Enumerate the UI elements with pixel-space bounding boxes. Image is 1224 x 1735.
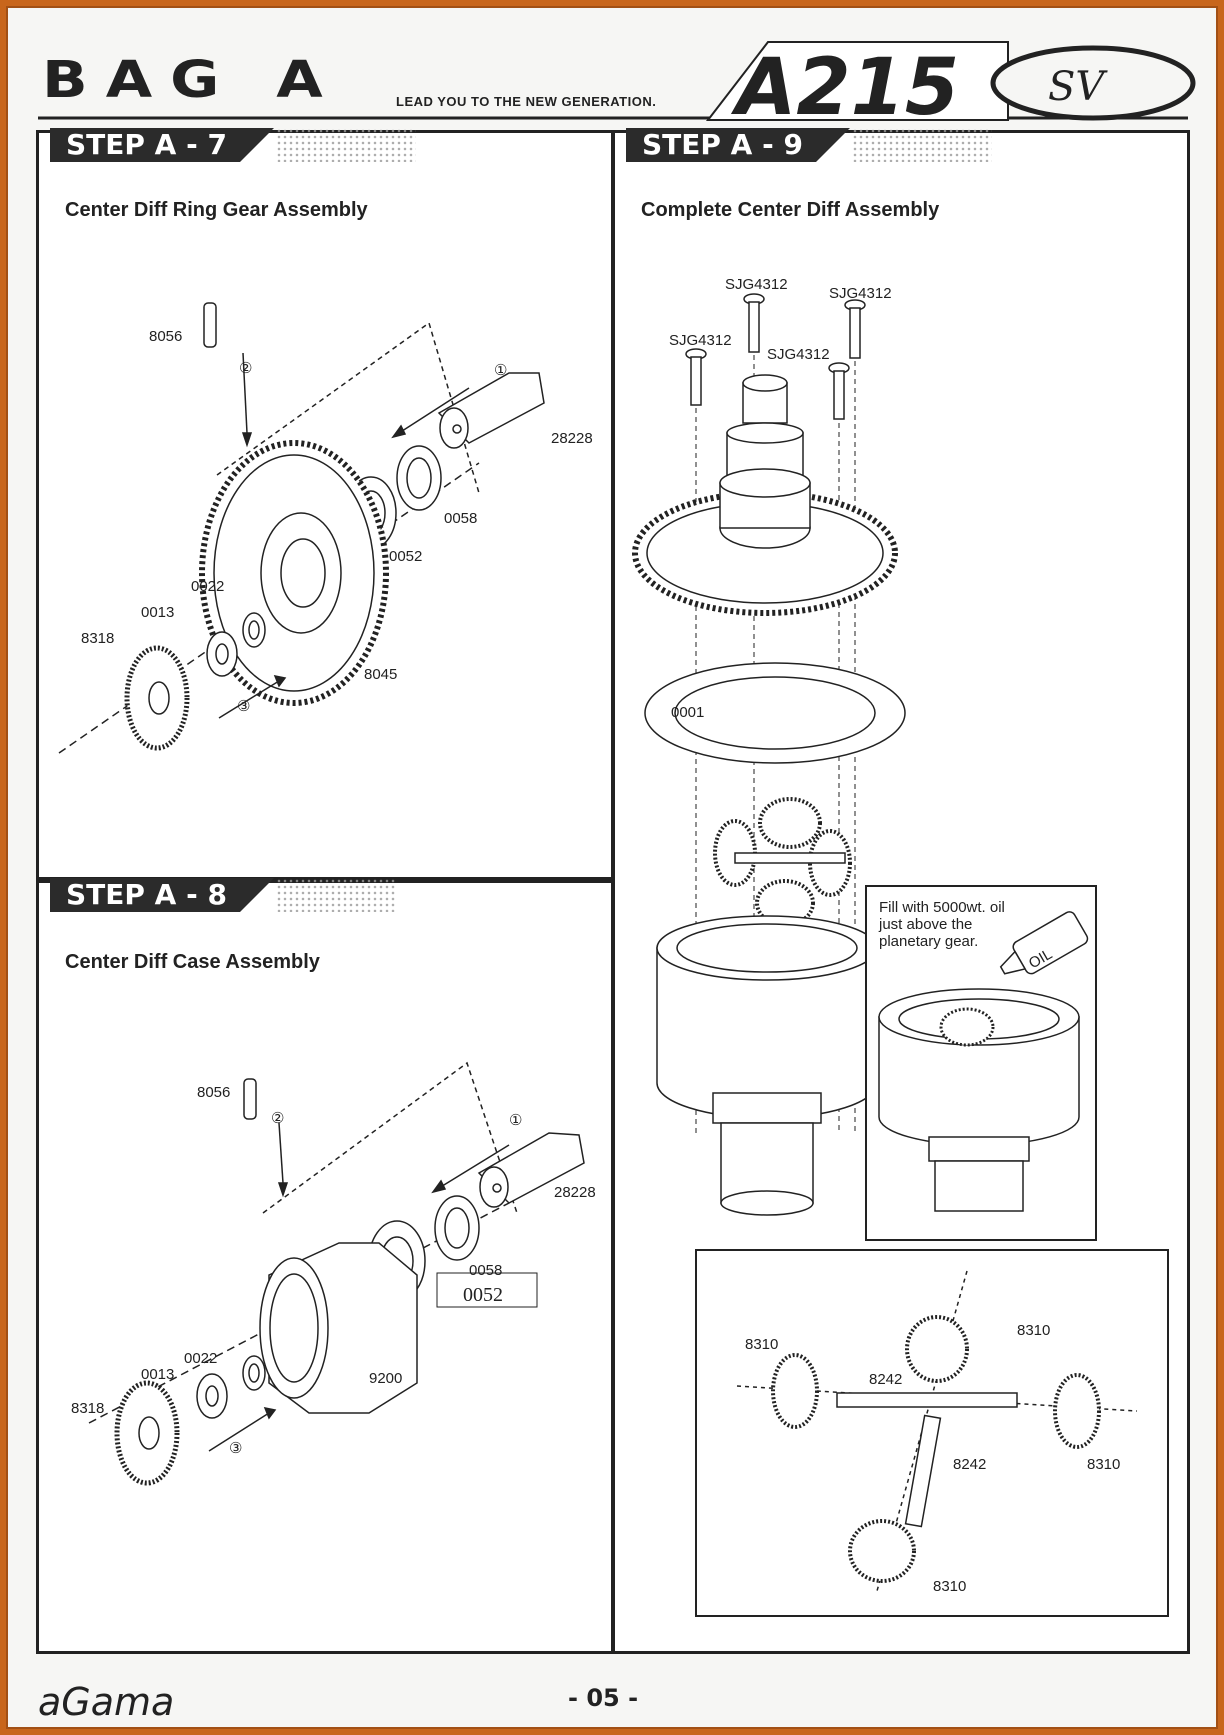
step-a9-panel: Complete Center Diff Assembly (612, 130, 1190, 1654)
part-label-a7-washer-large: 0013 (141, 604, 174, 621)
oil-note-line3: planetary gear. (879, 933, 979, 950)
step-a9-diagram: SJG4312 SJG4312 SJG4312 SJG4312 0001 (632, 276, 906, 1216)
step-a7-title: Center Diff Ring Gear Assembly (65, 199, 368, 221)
order-1-a8: ① (509, 1112, 522, 1129)
part-label-planet-tr: 8310 (1017, 1322, 1050, 1339)
part-label-a7-bearing-large: 0052 (389, 548, 422, 565)
tagline: LEAD YOU TO THE NEW GENERATION. (396, 94, 657, 109)
step-a8-panel: Center Diff Case Assembly (36, 880, 614, 1654)
brand-logo: aGama (38, 1680, 174, 1724)
part-label-a7-outdrive: 28228 (551, 430, 593, 447)
part-label-shaft-long: 8242 (869, 1371, 902, 1388)
page-number: - 05 - (568, 1684, 639, 1712)
part-label-a7-ring-gear: 8045 (364, 666, 397, 683)
part-label-a8-pin: 8056 (197, 1084, 230, 1101)
oil-note-line1: Fill with 5000wt. oil (879, 899, 1005, 916)
part-label-a7-bearing-small: 0058 (444, 510, 477, 527)
part-label-planet-b: 8310 (933, 1578, 966, 1595)
planetary-inset: 8310 8310 8310 8310 8242 8242 (695, 1249, 1169, 1617)
part-label-planet-tl: 8310 (745, 1336, 778, 1353)
part-label-shaft-short: 8242 (953, 1456, 986, 1473)
step-a8-header: STEP A - 8 (50, 878, 274, 912)
step-a9-header: STEP A - 9 (626, 128, 850, 162)
oil-note-line2: just above the (879, 916, 973, 933)
step-a7-dots (276, 128, 416, 162)
oil-bottle-icon (999, 911, 1089, 975)
part-label-a8-washer-large: 0013 (141, 1366, 174, 1383)
part-label-a8-bearing-small: 0058 (469, 1262, 502, 1279)
part-label-a8-bevel: 8318 (71, 1400, 104, 1417)
bag-title: BAG A (42, 50, 341, 110)
step-a8-dots (276, 878, 396, 912)
model-logo: A215 SV (38, 41, 1196, 128)
part-label-a8-washer-small: 0022 (184, 1350, 217, 1367)
part-label-screw-1: SJG4312 (669, 332, 732, 349)
brand-name: aGama (38, 1680, 175, 1724)
part-label-screw-3: SJG4312 (829, 285, 892, 302)
part-label-a8-bearing-large: 0052 (463, 1284, 503, 1306)
planetary-diagram: 8310 8310 8310 8310 8242 8242 (736, 1270, 1138, 1595)
page-header: BAG A LEAD YOU TO THE NEW GENERATION. A2… (8, 8, 1216, 128)
part-label-gasket: 0001 (671, 704, 704, 721)
step-a7-header: STEP A - 7 (50, 128, 274, 162)
part-label-a7-washer-small: 0022 (191, 578, 224, 595)
part-label-planet-r: 8310 (1087, 1456, 1120, 1473)
part-label-screw-4: SJG4312 (767, 346, 830, 363)
manual-page: BAG A LEAD YOU TO THE NEW GENERATION. A2… (6, 6, 1218, 1729)
order-2-a8: ② (271, 1110, 284, 1127)
part-label-a7-bevel: 8318 (81, 630, 114, 647)
part-label-a8-case: 9200 (369, 1370, 402, 1387)
model-name: A215 (730, 43, 959, 128)
step-a8-title: Center Diff Case Assembly (65, 951, 320, 973)
order-3-a8: ③ (229, 1440, 242, 1457)
order-2-a7: ② (239, 360, 252, 377)
step-a9-dots (852, 128, 992, 162)
order-1-a7: ① (494, 362, 507, 379)
step-a7-panel: Center Diff Ring Gear Assembly (36, 130, 614, 880)
part-label-a7-pin: 8056 (149, 328, 182, 345)
step-a8-diagram: 8056 28228 0058 0052 0022 0013 8318 9200… (71, 1061, 596, 1486)
model-suffix: SV (1048, 64, 1108, 110)
oil-note: Fill with 5000wt. oil just above the pla… (879, 899, 1005, 950)
part-label-a8-outdrive: 28228 (554, 1184, 596, 1201)
oil-diagram: OIL (878, 911, 1089, 1212)
step-a9-title: Complete Center Diff Assembly (641, 199, 940, 221)
screw-1 (685, 348, 707, 406)
oil-fill-inset: Fill with 5000wt. oil just above the pla… (865, 885, 1097, 1241)
order-3-a7: ③ (237, 698, 250, 715)
part-label-screw-2: SJG4312 (725, 276, 788, 293)
step-a7-diagram: 8056 28228 0058 0052 0022 0013 8318 8045… (58, 302, 593, 754)
